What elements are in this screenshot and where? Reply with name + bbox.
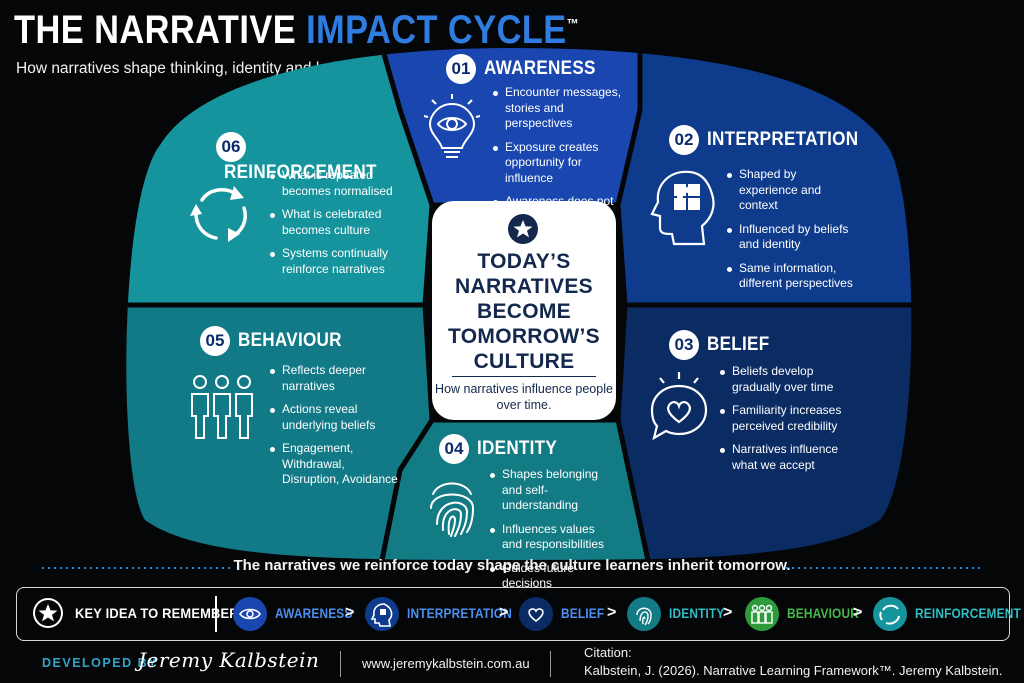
key-idea-label: KEY IDEA TO REMEMBER xyxy=(75,605,239,621)
key-idea-bar: KEY IDEA TO REMEMBER AWARENESS > INTERPR… xyxy=(16,587,1021,641)
list-item: Systems continually reinforce narratives xyxy=(268,246,398,277)
chevron-right-icon: > xyxy=(853,604,863,621)
footer-divider xyxy=(340,651,341,677)
list-item: Same information, different perspectives xyxy=(725,261,855,292)
cycle-arrows-icon xyxy=(190,186,247,242)
chevron-right-icon: > xyxy=(345,604,355,621)
star-icon xyxy=(508,214,538,244)
headline-line: TOMORROW’S xyxy=(448,325,600,348)
head-puzzle-icon xyxy=(365,597,399,631)
segment-number: 04 xyxy=(439,434,469,464)
segment-title: BELIEF xyxy=(707,334,770,355)
head-puzzle-icon xyxy=(650,170,715,246)
list-item: Influenced by beliefs and identity xyxy=(725,222,855,253)
segment-title: AWARENESS xyxy=(484,58,596,79)
list-item: Engagement, Withdrawal, Disruption, Avoi… xyxy=(268,441,403,488)
belief-points: Beliefs develop gradually over time Fami… xyxy=(718,364,848,481)
trademark: ™ xyxy=(566,15,580,32)
headline-line: BECOME xyxy=(477,300,571,323)
key-step-label: BELIEF xyxy=(561,606,605,621)
segment-identity: 04 IDENTITY xyxy=(439,434,639,464)
segment-title: BEHAVIOUR xyxy=(238,330,342,351)
dotted-divider xyxy=(40,567,230,569)
people-icon xyxy=(191,375,253,439)
cycle-arrows-icon xyxy=(873,597,907,631)
key-step-label: REINFORCEMENT xyxy=(915,606,1021,621)
citation-text: Kalbstein, J. (2026). Narrative Learning… xyxy=(584,663,1003,678)
chevron-right-icon: > xyxy=(499,604,509,621)
behaviour-points: Reflects deeper narratives Actions revea… xyxy=(268,363,403,496)
headline-line: CULTURE xyxy=(473,350,575,373)
chevron-right-icon: > xyxy=(607,604,617,621)
eye-lightbulb-icon xyxy=(424,94,480,158)
title-part-2: IMPACT CYCLE xyxy=(306,8,567,52)
interpretation-points: Shaped by experience and context Influen… xyxy=(725,167,855,300)
segment-number: 03 xyxy=(669,330,699,360)
list-item: What is repeated becomes normalised xyxy=(268,168,398,199)
star-icon xyxy=(33,598,63,628)
page-title: THE NARRATIVE IMPACT CYCLE™ xyxy=(14,8,579,53)
tagline: The narratives we reinforce today shape … xyxy=(233,557,791,574)
list-item: What is celebrated becomes culture xyxy=(268,207,398,238)
key-divider xyxy=(215,596,217,632)
segment-interpretation: 02 INTERPRETATION xyxy=(669,125,889,155)
segment-title: IDENTITY xyxy=(477,438,558,459)
center-card: TODAY’S NARRATIVES BECOME TOMORROW’S CUL… xyxy=(432,201,616,420)
segment-belief-shape xyxy=(615,302,912,560)
footer-divider xyxy=(550,651,551,677)
segment-reinforcement: 06REINFORCEMENT xyxy=(216,132,416,184)
reinforcement-points: What is repeated becomes normalised What… xyxy=(268,168,398,285)
awareness-points: Encounter messages, stories and perspect… xyxy=(491,85,631,233)
list-item: Beliefs develop gradually over time xyxy=(718,364,848,395)
identity-points: Shapes belonging and self-understanding … xyxy=(488,467,618,600)
people-icon xyxy=(745,597,779,631)
segment-awareness: 01 AWARENESS xyxy=(446,54,646,84)
segment-behaviour: 05 BEHAVIOUR xyxy=(200,326,400,356)
list-item: Shaped by experience and context xyxy=(725,167,855,214)
center-headline: TODAY’S NARRATIVES BECOME TOMORROW’S CUL… xyxy=(432,249,616,374)
website-link[interactable]: www.jeremykalbstein.com.au xyxy=(362,656,530,671)
segment-number: 02 xyxy=(669,125,699,155)
key-step-label: AWARENESS xyxy=(275,606,353,621)
list-item: Reflects deeper narratives xyxy=(268,363,403,394)
citation-label: Citation: xyxy=(584,645,632,660)
heart-icon xyxy=(519,597,553,631)
list-item: Influences values and responsibilities xyxy=(488,522,618,553)
list-item: Shapes belonging and self-understanding xyxy=(488,467,618,514)
segment-title: REINFORCEMENT xyxy=(224,162,377,183)
list-item: Actions reveal underlying beliefs xyxy=(268,402,403,433)
list-item: Exposure creates opportunity for influen… xyxy=(491,140,631,187)
chevron-right-icon: > xyxy=(723,604,733,621)
center-divider xyxy=(452,376,596,377)
footer: DEVELOPED BY Jeremy Kalbstein www.jeremy… xyxy=(0,645,1024,683)
segment-title: INTERPRETATION xyxy=(707,129,859,150)
key-step-label: IDENTITY xyxy=(669,606,725,621)
developed-by-label: DEVELOPED BY xyxy=(42,656,158,670)
eye-icon xyxy=(233,597,267,631)
segment-belief: 03 BELIEF xyxy=(669,330,869,360)
tagline-row: The narratives we reinforce today shape … xyxy=(40,557,984,579)
fingerprint-icon xyxy=(627,597,661,631)
heart-speech-icon xyxy=(650,372,708,441)
list-item: Encounter messages, stories and perspect… xyxy=(491,85,631,132)
center-subtext: How narratives influence people over tim… xyxy=(435,382,613,412)
fingerprint-icon xyxy=(430,482,475,537)
key-step-label: BEHAVIOUR xyxy=(787,606,859,621)
list-item: Familiarity increases perceived credibil… xyxy=(718,403,848,434)
dotted-divider xyxy=(784,567,984,569)
list-item: Guides future decisions xyxy=(488,561,618,592)
title-part-1: THE NARRATIVE xyxy=(14,8,297,52)
list-item: Narratives influence what we accept xyxy=(718,442,848,473)
headline-line: NARRATIVES xyxy=(455,275,593,298)
headline-line: TODAY’S xyxy=(477,250,571,273)
key-step-label: INTERPRETATION xyxy=(407,606,512,621)
segment-number: 06 xyxy=(216,132,246,162)
segment-number: 01 xyxy=(446,54,476,84)
segment-number: 05 xyxy=(200,326,230,356)
author-signature: Jeremy Kalbstein xyxy=(138,648,320,672)
